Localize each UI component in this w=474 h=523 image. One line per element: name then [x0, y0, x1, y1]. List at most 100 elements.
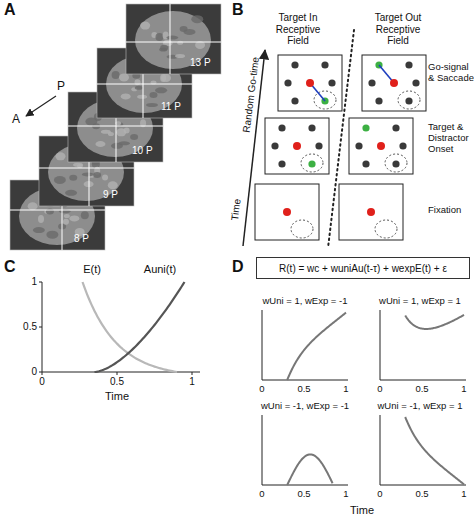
- receptive-field: [301, 154, 323, 172]
- tick-label: 1: [334, 384, 358, 395]
- brain-texture: [161, 74, 171, 82]
- tick-label: 1: [13, 276, 37, 288]
- target-dot: [362, 124, 369, 131]
- brain-texture: [63, 219, 69, 225]
- receptive-field: [398, 91, 420, 109]
- brain-outline: [135, 11, 211, 69]
- slice-label: 11 P: [161, 101, 181, 113]
- receptive-field: [375, 220, 397, 238]
- brain-texture: [28, 202, 38, 210]
- equation-text: R(t) = wc + wuniAu(t-τ) + wexpE(t) + ε: [279, 263, 447, 274]
- tick-label: 0: [30, 376, 54, 388]
- screen-frame: [255, 184, 319, 240]
- distractor-dot: [328, 79, 335, 86]
- receptive-field: [385, 154, 407, 172]
- tick-label: 0.5: [292, 384, 316, 395]
- brain-texture: [135, 86, 143, 90]
- crosshair: [126, 42, 221, 43]
- distractor-dot: [291, 97, 298, 104]
- screen-frame: [362, 55, 426, 111]
- tick-label: 0: [250, 384, 274, 395]
- target-dot: [308, 160, 315, 167]
- distractor-dot: [405, 97, 412, 104]
- mri-slice: [126, 4, 221, 74]
- distractor-dot: [308, 124, 315, 131]
- tick: [192, 372, 193, 375]
- tick-label: 0: [368, 489, 392, 500]
- brain-texture: [130, 134, 138, 140]
- tick-label: 0.5: [410, 489, 434, 500]
- fixation-dot: [390, 79, 398, 87]
- brain-texture: [54, 176, 66, 184]
- direction-label: P: [57, 80, 65, 94]
- tick-label: 0: [250, 489, 274, 500]
- tick-label: 0: [368, 384, 392, 395]
- stage-label: Go-signal & Saccade: [428, 62, 474, 84]
- slice-label: 13 P: [190, 57, 211, 69]
- fixation-dot: [367, 208, 375, 216]
- tick: [42, 372, 43, 375]
- response-curve: [287, 313, 346, 380]
- brain-texture: [177, 41, 183, 45]
- task-frame: [339, 184, 403, 240]
- response-curve: [287, 454, 332, 485]
- curve-label: E(t): [70, 263, 114, 276]
- brain-texture: [155, 33, 163, 41]
- brain-texture: [191, 15, 203, 23]
- tick-label: 0.5: [292, 489, 316, 500]
- plot-title: wUni = -1, wExp = 1: [366, 401, 474, 412]
- brain-texture: [108, 181, 118, 189]
- tick-label: 0.5: [13, 321, 37, 333]
- brain-texture: [69, 175, 77, 181]
- brain-texture: [95, 141, 105, 147]
- brain-texture: [137, 95, 147, 99]
- distractor-dot: [392, 160, 399, 167]
- brain-texture: [46, 208, 54, 214]
- receptive-field: [291, 220, 313, 238]
- plot-title: wUni = -1, wExp = -1: [246, 401, 364, 412]
- tick-label: 1: [180, 376, 204, 388]
- fixation-dot: [283, 208, 291, 216]
- distractor-dot: [284, 79, 291, 86]
- panel-letter: A: [4, 1, 16, 19]
- distractor-dot: [355, 142, 362, 149]
- brain-texture: [102, 174, 108, 180]
- axes: [262, 310, 348, 380]
- axes: [262, 415, 348, 485]
- brain-texture: [155, 87, 167, 93]
- brain-texture: [111, 143, 123, 149]
- brain-texture: [150, 92, 158, 98]
- expectation-curve: [83, 282, 178, 372]
- distractor-dot: [291, 61, 298, 68]
- task-frame: [278, 55, 342, 111]
- tick: [39, 282, 42, 283]
- distractor-dot: [412, 79, 419, 86]
- crosshair: [39, 168, 134, 169]
- distractor-dot: [315, 142, 322, 149]
- axis-label: Random Go-time: [240, 49, 262, 140]
- slice-label: 10 P: [132, 145, 153, 157]
- axes: [380, 415, 466, 485]
- panel-letter: B: [232, 1, 244, 19]
- tick-label: 1: [452, 489, 474, 500]
- brain-texture: [38, 215, 44, 223]
- tick-label: 1: [452, 384, 474, 395]
- tick-label: 0: [13, 366, 37, 378]
- column-divider: [328, 30, 354, 248]
- tick-label: 0.5: [105, 376, 129, 388]
- brain-texture: [101, 130, 111, 134]
- slice-label: 9 P: [103, 189, 118, 201]
- plot-title: wUni = 1, wExp = 1: [366, 296, 474, 307]
- column-heading: Target Out Receptive Field: [366, 12, 430, 47]
- brain-texture: [146, 103, 158, 107]
- brain-texture: [81, 211, 89, 219]
- brain-texture: [33, 227, 45, 233]
- panel-letter: D: [232, 258, 244, 276]
- distractor-dot: [321, 61, 328, 68]
- response-curve: [405, 417, 464, 484]
- tick: [117, 372, 118, 375]
- distractor-dot: [362, 160, 369, 167]
- equation-box: R(t) = wc + wuniAu(t-τ) + wexpE(t) + ε: [256, 257, 470, 279]
- brain-texture: [46, 231, 58, 239]
- distractor-dot: [375, 97, 382, 104]
